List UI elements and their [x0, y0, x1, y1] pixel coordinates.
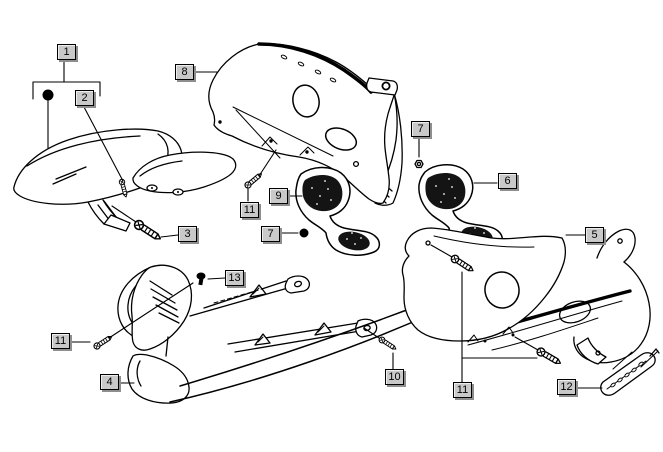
screw-11-panel-b: [534, 345, 564, 368]
callout-11-top-label: 11: [243, 204, 256, 216]
bullet-1: [42, 89, 54, 101]
leader-lines: [32, 57, 603, 389]
leader-10: [363, 327, 394, 370]
callout-8[interactable]: 8: [175, 64, 194, 80]
callout-10-label: 10: [388, 371, 401, 383]
callout-13[interactable]: 13: [225, 270, 244, 286]
callout-7-mid[interactable]: 7: [261, 226, 280, 242]
callout-13-label: 13: [228, 272, 241, 284]
nut-7: [414, 159, 424, 169]
callout-3[interactable]: 3: [178, 226, 197, 242]
callout-11-left[interactable]: 11: [51, 333, 70, 349]
callout-3-label: 3: [184, 228, 191, 240]
leader-11-top: [247, 149, 277, 202]
callout-6[interactable]: 6: [498, 173, 517, 189]
callout-5[interactable]: 5: [585, 227, 604, 243]
footboard-part: [600, 348, 660, 396]
callout-9-label: 9: [275, 190, 282, 202]
callout-4[interactable]: 4: [100, 374, 119, 390]
callout-12[interactable]: 12: [557, 379, 576, 395]
callout-2-label: 2: [81, 92, 88, 104]
callout-1-label: 1: [63, 46, 70, 58]
leader-2: [83, 106, 124, 182]
callout-7-top[interactable]: 7: [411, 121, 430, 137]
left-grille-part: [295, 166, 381, 256]
callout-11-bottom[interactable]: 11: [453, 382, 472, 398]
screw-11-left: [92, 333, 114, 351]
callout-5-label: 5: [591, 229, 598, 241]
clip-13: [196, 272, 206, 286]
callout-10[interactable]: 10: [385, 369, 404, 385]
callout-11-top[interactable]: 11: [240, 202, 259, 218]
fasteners: [42, 89, 564, 368]
top-shield-panel-part: [208, 42, 403, 206]
callout-4-label: 4: [106, 376, 113, 388]
callout-2[interactable]: 2: [75, 90, 94, 106]
leader-3: [111, 205, 179, 238]
inner-fender-part: [132, 151, 237, 196]
spoiler-part: [117, 264, 439, 404]
callout-9[interactable]: 9: [269, 188, 288, 204]
screw-10: [377, 335, 399, 353]
leader-11-bottom: [430, 244, 539, 383]
side-panel-part: [401, 227, 651, 365]
callout-8-label: 8: [181, 66, 188, 78]
callout-7-mid-label: 7: [267, 228, 274, 240]
leader-13: [207, 277, 226, 280]
callout-1[interactable]: 1: [57, 44, 76, 60]
leader-11-left: [71, 282, 194, 343]
callout-12-label: 12: [560, 381, 573, 393]
callout-6-label: 6: [504, 175, 511, 187]
callout-7-top-label: 7: [417, 123, 424, 135]
screw-3: [132, 218, 164, 244]
leader-1: [32, 57, 101, 149]
callout-11-left-label: 11: [54, 335, 67, 347]
callout-11-bottom-label: 11: [456, 384, 469, 396]
plug-7: [299, 228, 309, 238]
